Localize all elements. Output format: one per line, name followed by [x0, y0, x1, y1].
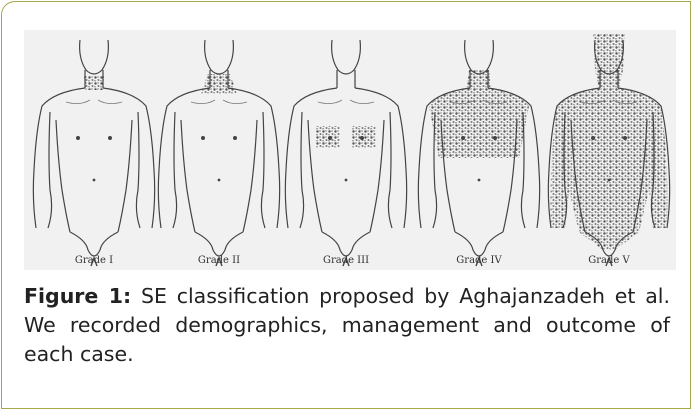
figure-image: Grade I Grade II Grade III Grade IV Grad… [24, 30, 676, 270]
figure-label: Figure 1: [24, 284, 131, 308]
figure-caption: Figure 1: SE classification proposed by … [24, 282, 670, 369]
grade-1-label: Grade I [75, 255, 113, 266]
grade-3-figure [285, 40, 406, 266]
grade-5-figure [548, 34, 669, 266]
grade-3-label: Grade III [323, 255, 369, 266]
grade-2-label: Grade II [198, 255, 240, 266]
grade-4-label: Grade IV [456, 255, 502, 266]
grade-4-figure [418, 40, 539, 266]
grade-1-figure [33, 40, 154, 266]
torso-illustration: Grade I Grade II Grade III Grade IV Grad… [24, 30, 676, 270]
grade-5-label: Grade V [588, 255, 630, 266]
grade-2-figure [158, 40, 279, 266]
